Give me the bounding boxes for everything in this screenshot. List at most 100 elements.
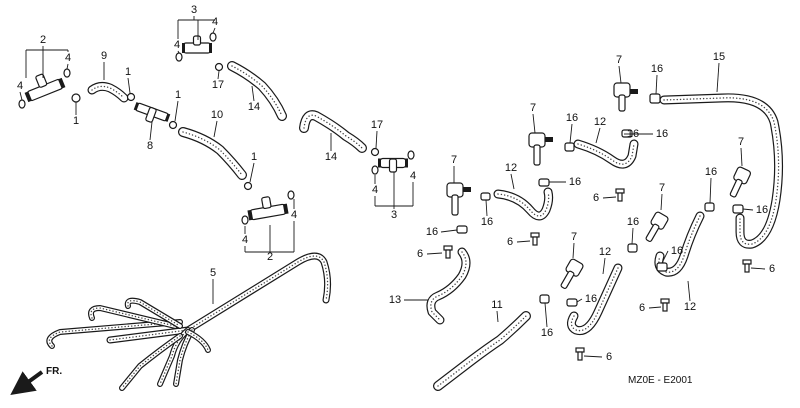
callout-17: 17 [212, 79, 224, 91]
callout-16: 16 [569, 176, 581, 188]
callout-6: 6 [606, 351, 612, 363]
o-ring-part-4 [371, 165, 379, 175]
valve-part-7 [528, 132, 553, 166]
callout-1: 1 [125, 66, 131, 78]
t-joint-part-2-lower [247, 196, 289, 221]
callout-2: 2 [40, 34, 46, 46]
callout-13: 13 [389, 294, 401, 306]
front-label: FR. [46, 366, 62, 377]
callout-6: 6 [507, 236, 513, 248]
callout-12: 12 [684, 301, 696, 313]
callout-12: 12 [505, 162, 517, 174]
callout-11: 11 [491, 299, 502, 311]
callout-1: 1 [73, 115, 79, 127]
callout-4: 4 [17, 80, 23, 92]
callout-14: 14 [325, 151, 337, 163]
callout-1: 1 [251, 151, 257, 163]
valve-part-7 [729, 166, 752, 198]
callout-4: 4 [410, 170, 416, 182]
callout-16: 16 [627, 216, 639, 228]
callout-16: 16 [651, 63, 663, 75]
callout-numbers: 2441911810344171414421417443571616613121… [17, 4, 775, 363]
hose-part-12-b [573, 139, 639, 169]
t-joint-part-3-upper [182, 35, 212, 54]
callout-3: 3 [191, 4, 197, 16]
hose-part-14-upper [227, 61, 287, 121]
callout-16: 16 [671, 245, 683, 257]
clip-part-17 [370, 147, 380, 157]
valve-part-7 [560, 258, 584, 289]
callout-16: 16 [627, 128, 639, 140]
callout-16: 16 [481, 216, 493, 228]
clamps-part-16 [456, 93, 744, 307]
callout-16: 16 [705, 166, 717, 178]
clip-part-17 [214, 62, 224, 72]
callout-7: 7 [451, 154, 457, 166]
hose-part-14-lower [299, 110, 367, 153]
callout-4: 4 [65, 52, 71, 64]
callout-7: 7 [659, 182, 665, 194]
callout-6: 6 [593, 192, 599, 204]
callout-6: 6 [769, 263, 775, 275]
callout-14: 14 [248, 101, 260, 113]
callout-6: 6 [639, 302, 645, 314]
o-ring-part-4 [18, 99, 26, 109]
callout-6: 6 [417, 248, 423, 260]
hose-part-15 [659, 93, 784, 249]
o-ring-part-4 [241, 215, 249, 225]
o-ring-part-4 [407, 150, 415, 160]
callout-4: 4 [372, 184, 378, 196]
callout-16: 16 [756, 204, 768, 216]
callout-7: 7 [530, 102, 536, 114]
hose-part-5-branch-c [124, 297, 183, 329]
bolts-part-6 [443, 188, 752, 361]
o-ring-part-4 [209, 32, 217, 42]
callout-12: 12 [594, 116, 606, 128]
hose-part-13 [426, 247, 471, 325]
callout-16: 16 [585, 293, 597, 305]
callout-7: 7 [571, 231, 577, 243]
callout-7: 7 [616, 54, 622, 66]
clip-part-1 [71, 93, 81, 103]
o-ring-part-4 [287, 190, 295, 200]
callout-1: 1 [175, 89, 181, 101]
front-arrow-icon [10, 370, 44, 396]
valve-part-7 [645, 211, 669, 242]
callout-4: 4 [291, 209, 297, 221]
t-fitting-part-8 [133, 102, 171, 123]
callout-16: 16 [656, 128, 668, 140]
hose-part-5-main [106, 252, 332, 344]
callout-15: 15 [713, 51, 725, 63]
front-direction-indicator: FR. [10, 366, 62, 396]
hoses-group [46, 61, 784, 391]
callout-12: 12 [599, 246, 611, 258]
callout-5: 5 [210, 267, 216, 279]
callout-3: 3 [391, 209, 397, 221]
callout-4: 4 [212, 16, 218, 28]
callout-7: 7 [738, 136, 744, 148]
callout-2: 2 [267, 251, 273, 263]
callout-4: 4 [174, 39, 180, 51]
valve-part-7 [613, 82, 638, 112]
o-ring-part-4 [63, 68, 71, 78]
hose-part-5-branch-g [119, 333, 183, 391]
hose-part-5-branch-f [185, 329, 211, 353]
hose-part-9 [87, 81, 129, 103]
callout-16: 16 [566, 112, 578, 124]
t-joint-part-2-upper [24, 73, 66, 103]
callout-16: 16 [541, 327, 553, 339]
callout-4: 4 [242, 234, 248, 246]
leader-lines [19, 16, 766, 358]
callout-9: 9 [101, 50, 107, 62]
t-joint-part-3-lower [378, 157, 408, 173]
clip-part-1 [126, 92, 136, 102]
valve-part-7 [446, 182, 471, 216]
fittings-group [18, 32, 752, 361]
callout-16: 16 [426, 226, 438, 238]
callout-17: 17 [371, 119, 383, 131]
callout-10: 10 [211, 109, 223, 121]
hose-part-12-d [566, 263, 623, 336]
clip-part-1 [168, 120, 178, 130]
